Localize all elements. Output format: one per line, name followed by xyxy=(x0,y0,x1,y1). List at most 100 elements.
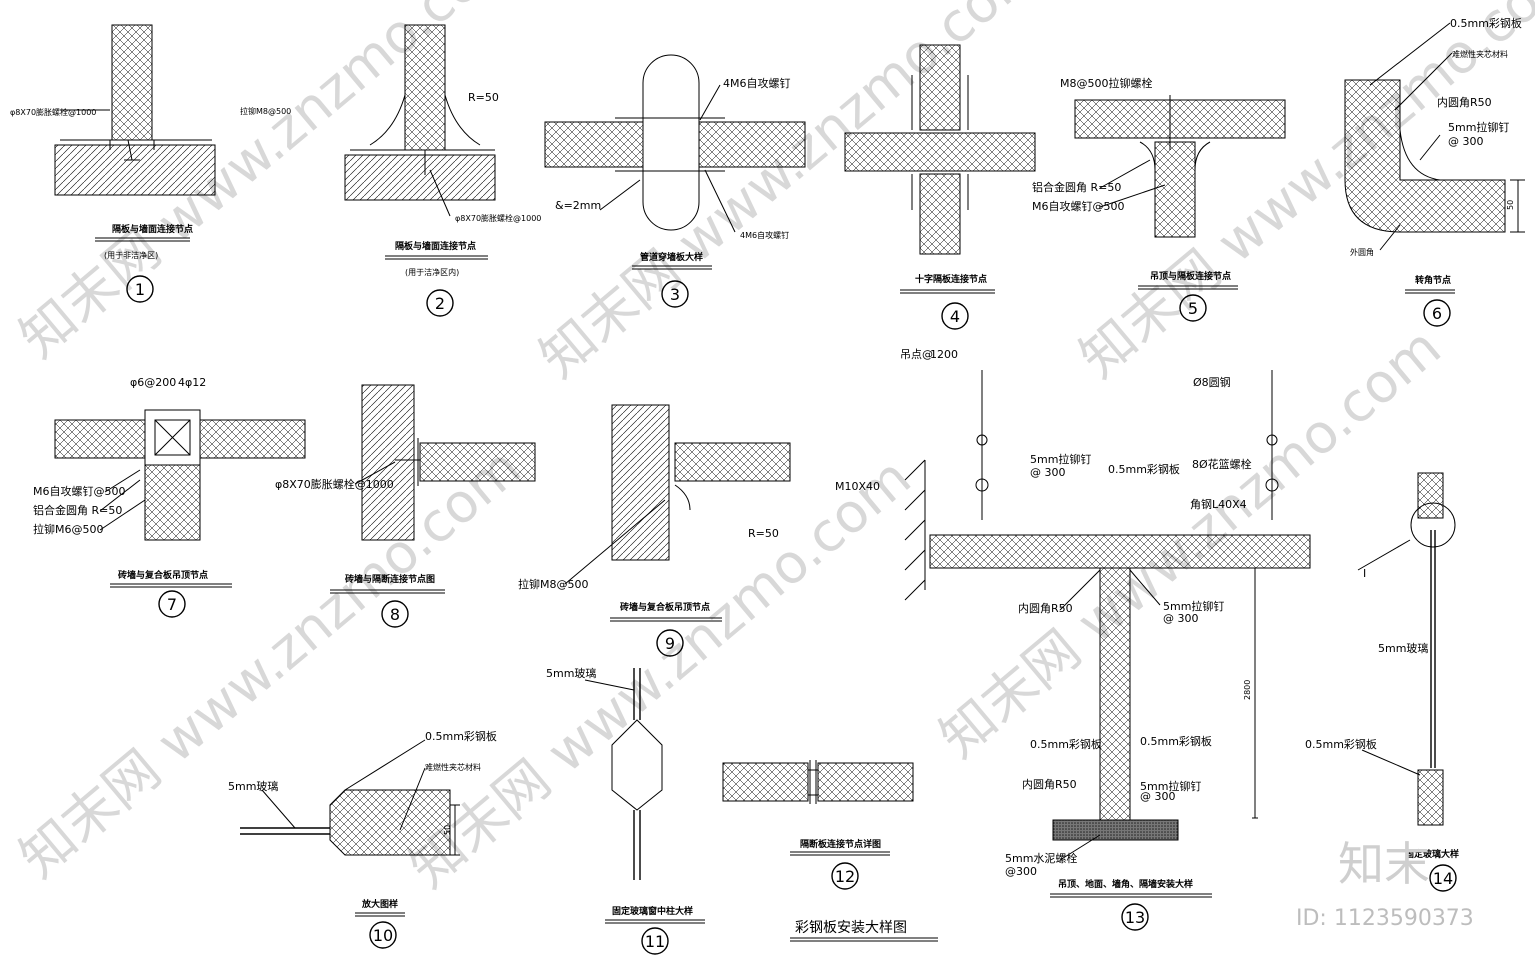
watermark-brand: 知末 xyxy=(1338,837,1430,891)
label: 内圆角R50 xyxy=(1437,95,1492,109)
label: M6自攻螺钉@500 xyxy=(1032,199,1125,213)
detail-title: 放大图样 xyxy=(361,898,398,910)
detail-title: 吊顶、地面、墙角、隔墙安装大样 xyxy=(1058,878,1193,890)
label: Ø8圆钢 xyxy=(1193,376,1231,389)
label: 难燃性夹芯材料 xyxy=(425,762,481,772)
detail-title: 砖墙与复合板吊顶节点 xyxy=(620,601,710,613)
label: 拉铆M8@500 xyxy=(240,106,291,116)
detail-number-badge xyxy=(656,629,684,657)
detail-number: 2 xyxy=(435,294,445,313)
label: φ8X70膨胀螺栓@1000 xyxy=(455,213,541,223)
label: 0.5mm彩钢板 xyxy=(1140,734,1212,748)
label: 内圆角R50 xyxy=(1018,601,1073,615)
label: @ 300 xyxy=(1030,466,1066,479)
detail-number-badge xyxy=(1179,294,1207,322)
detail-number-badge xyxy=(158,590,186,618)
detail-subtitle: (用于非洁净区) xyxy=(104,250,158,260)
label: 内圆角R50 xyxy=(1022,777,1077,791)
label: M10X40 xyxy=(835,480,880,493)
label: 铝合金圆角 R=50 xyxy=(33,503,122,517)
detail-number-badge xyxy=(941,302,969,330)
label: 50 xyxy=(443,825,452,835)
detail-13: 吊点@ 1200 M10X40 5mm拉铆钉 @ 300 0.5mm彩钢板 Ø8… xyxy=(835,348,1311,931)
detail-3: 4M6自攻螺钉 &=2mm 4M6自攻螺钉 管道穿墙板大样 3 xyxy=(544,54,806,308)
label: 吊点@ xyxy=(900,348,933,361)
detail-number: 10 xyxy=(373,926,393,945)
label: φ8X70膨胀螺栓@1000 xyxy=(10,107,96,117)
label: 0.5mm彩钢板 xyxy=(1108,462,1180,476)
detail-title: 固定玻璃窗中柱大样 xyxy=(612,905,693,917)
label: 5mm拉铆钉 xyxy=(1163,599,1224,613)
label: R=50 xyxy=(748,527,779,540)
detail-number-badge xyxy=(126,275,154,303)
label: 难燃性夹芯材料 xyxy=(1452,49,1508,59)
label: 拉铆M6@500 xyxy=(33,522,104,536)
label: 铝合金圆角 R=50 xyxy=(1032,180,1121,194)
label: &=2mm xyxy=(555,199,601,212)
detail-title: 吊顶与隔板连接节点 xyxy=(1150,270,1231,282)
main-title-block: 彩钢板安装大样图 xyxy=(790,920,938,942)
label: 外圆角 xyxy=(1350,247,1374,257)
detail-title: 隔板与墙面连接节点 xyxy=(112,223,193,235)
label: 0.5mm彩钢板 xyxy=(425,729,497,743)
detail-number-badge xyxy=(426,289,454,317)
label: 4M6自攻螺钉 xyxy=(723,76,791,90)
label: @ 300 xyxy=(1448,135,1484,148)
detail-1: φ8X70膨胀螺栓@1000 隔板与墙面连接节点 (用于非洁净区) 1 xyxy=(10,24,216,303)
detail-7: φ6@200 4φ12 M6自攻螺钉@500 铝合金圆角 R=50 拉铆M6@5… xyxy=(33,376,306,618)
detail-number-badge xyxy=(831,862,859,890)
detail-number: 3 xyxy=(670,285,680,304)
detail-4: 十字隔板连接节点 4 xyxy=(844,44,1036,330)
label: 拉铆M8@500 xyxy=(518,577,589,591)
label: M6自攻螺钉@500 xyxy=(33,484,126,498)
label: 5mm拉铆钉 xyxy=(1140,779,1201,793)
detail-5: M8@500拉铆螺栓 铝合金圆角 R=50 M6自攻螺钉@500 吊顶与隔板连接… xyxy=(1032,76,1286,322)
detail-number: 4 xyxy=(950,307,960,326)
drawing-title: 彩钢板安装大样图 xyxy=(795,920,907,936)
label: 2800 xyxy=(1243,680,1252,700)
label: 4M6自攻螺钉 xyxy=(740,230,789,240)
detail-number: 12 xyxy=(835,867,855,886)
detail-number: 8 xyxy=(390,605,400,624)
detail-12: 隔断板连接节点详图 12 xyxy=(722,760,914,890)
detail-title: 砖墙与复合板吊顶节点 xyxy=(118,569,208,581)
detail-number: 1 xyxy=(135,280,145,299)
label: 50 xyxy=(1506,200,1515,210)
detail-number-badge xyxy=(1429,864,1457,892)
detail-number-badge xyxy=(641,927,669,955)
label: 8Ø花篮螺栓 xyxy=(1192,457,1252,471)
label: R=50 xyxy=(468,91,499,104)
label: 0.5mm彩钢板 xyxy=(1450,16,1522,30)
label: @ 300 xyxy=(1140,790,1176,803)
label: 5mm拉铆钉 xyxy=(1448,120,1509,134)
watermark-id: ID: 1123590373 xyxy=(1296,906,1474,931)
detail-subtitle: (用于洁净区内) xyxy=(405,267,459,277)
detail-title: 砖墙与隔断连接节点图 xyxy=(345,573,435,585)
detail-2: 拉铆M8@500 R=50 φ8X70膨胀螺栓@1000 隔板与墙面连接节点 (… xyxy=(240,24,541,317)
detail-14: I 5mm玻璃 0.5mm彩钢板 固定玻璃大样 14 xyxy=(1305,472,1459,892)
detail-number: 13 xyxy=(1125,908,1145,927)
label: 5mm拉铆钉 xyxy=(1030,452,1091,466)
detail-9: R=50 拉铆M8@500 砖墙与复合板吊顶节点 9 xyxy=(518,404,791,657)
label: 0.5mm彩钢板 xyxy=(1030,737,1102,751)
detail-number: 5 xyxy=(1188,299,1198,318)
detail-number: 14 xyxy=(1433,869,1453,888)
detail-title: 固定玻璃大样 xyxy=(1405,848,1459,860)
label: 0.5mm彩钢板 xyxy=(1305,737,1377,751)
detail-6: 0.5mm彩钢板 难燃性夹芯材料 内圆角R50 5mm拉铆钉 @ 300 外圆角… xyxy=(1344,16,1525,327)
detail-11: 5mm玻璃 固定玻璃窗中柱大样 11 xyxy=(546,666,705,955)
label: 4φ12 xyxy=(178,376,206,389)
detail-title: 隔板与墙面连接节点 xyxy=(395,240,476,252)
detail-number: 6 xyxy=(1432,304,1442,323)
detail-number: 9 xyxy=(665,634,675,653)
detail-number: 7 xyxy=(167,595,177,614)
label: 5mm玻璃 xyxy=(546,666,596,680)
label: @ 300 xyxy=(1163,612,1199,625)
detail-title: 十字隔板连接节点 xyxy=(915,273,987,285)
label: I xyxy=(1363,567,1366,580)
detail-number-badge xyxy=(381,600,409,628)
detail-number-badge xyxy=(661,280,689,308)
detail-10: 5mm玻璃 0.5mm彩钢板 难燃性夹芯材料 50 放大图样 10 xyxy=(228,729,497,949)
label: 5mm玻璃 xyxy=(1378,641,1428,655)
